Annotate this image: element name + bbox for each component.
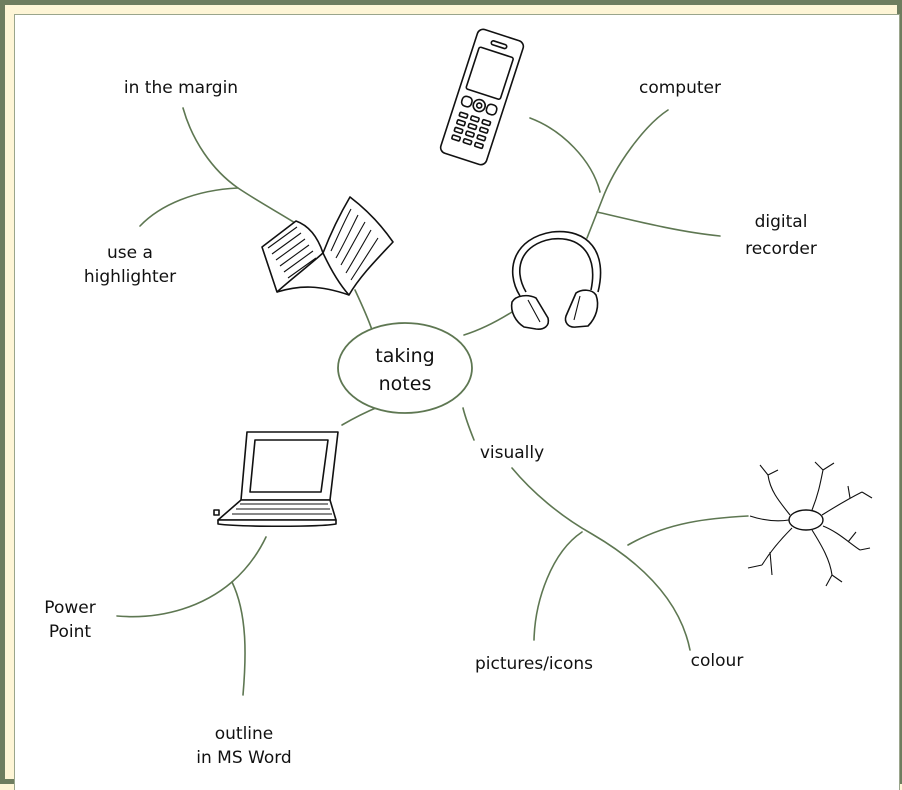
- branches: [116, 107, 749, 696]
- branch-laptop-down: [231, 536, 267, 583]
- book-icon: [261, 196, 394, 296]
- label-visually: visually: [480, 443, 544, 463]
- label-recorder: recorder: [745, 239, 817, 259]
- branch-mindmap: [627, 515, 749, 546]
- label-outline: outline: [215, 724, 274, 744]
- branch-powerpoint: [116, 581, 233, 618]
- branch-book-center: [354, 289, 373, 331]
- labels: in the margin use a highlighter computer…: [44, 78, 817, 768]
- mind-map-icon: [747, 461, 873, 587]
- label-pictures-icons: pictures/icons: [475, 654, 593, 674]
- branch-phone: [529, 117, 601, 193]
- branch-in-the-margin: [182, 107, 304, 229]
- label-power: Power: [44, 598, 95, 618]
- mobile-phone-icon: [439, 28, 525, 166]
- laptop-icon: [213, 431, 339, 528]
- branch-visually: [462, 407, 475, 441]
- branch-pictures: [533, 531, 583, 641]
- label-colour: colour: [691, 651, 744, 671]
- branch-visually-down: [511, 467, 691, 651]
- center-label-line2: notes: [379, 373, 432, 395]
- label-use-a: use a: [107, 243, 153, 263]
- branch-highlighter: [139, 187, 239, 227]
- branch-computer: [586, 109, 669, 239]
- branch-laptop-center: [341, 406, 379, 426]
- label-computer: computer: [639, 78, 721, 98]
- branch-headphones-center: [463, 311, 513, 336]
- center-node: taking notes: [337, 322, 473, 414]
- label-digital: digital: [755, 212, 808, 232]
- headphones-icon: [510, 230, 602, 330]
- label-point: Point: [49, 622, 92, 642]
- label-in-the-margin: in the margin: [124, 78, 238, 98]
- center-label-line1: taking: [375, 345, 434, 367]
- label-in-ms-word: in MS Word: [196, 748, 291, 768]
- label-highlighter: highlighter: [84, 267, 176, 287]
- branch-recorder: [596, 211, 721, 237]
- branch-outline: [231, 581, 246, 696]
